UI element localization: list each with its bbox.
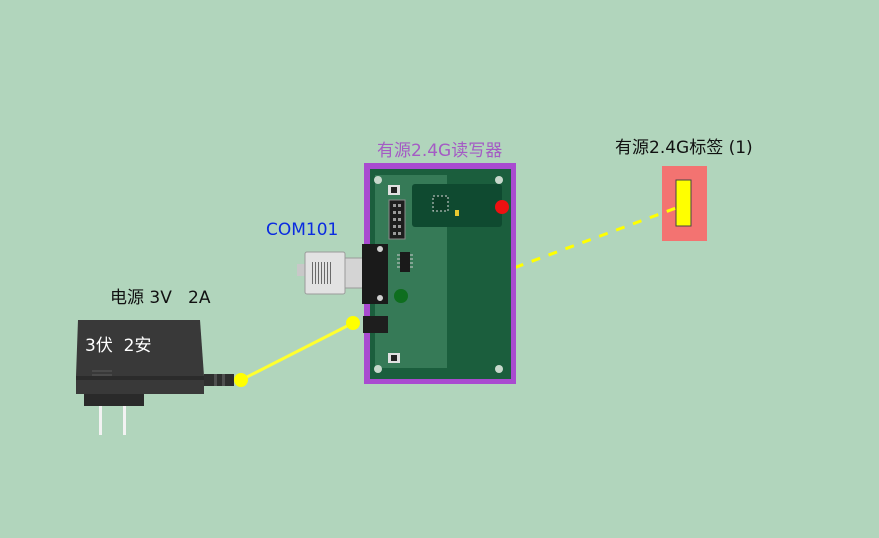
rf-crystal [455, 210, 459, 216]
small-ic [400, 252, 410, 272]
power-cable-endpoint-reader[interactable] [346, 316, 360, 330]
com-connector-screw-top [377, 246, 383, 252]
power-supply-label: 电源 3V 2A [110, 283, 211, 308]
mount-hole-bottom-right [495, 365, 503, 373]
com-port-label: COM101 [266, 220, 338, 240]
led-red [495, 200, 509, 214]
active-tag[interactable] [662, 166, 707, 241]
led-green [394, 289, 408, 303]
com-connector-flange [362, 244, 388, 304]
tag-label: 有源2.4G标签 (1) [615, 133, 753, 158]
com-connector-screw-bottom [377, 295, 383, 301]
adapter-vent-1 [92, 370, 112, 372]
function-button-cap [391, 355, 397, 361]
rf-module [412, 184, 502, 227]
dc-jack[interactable] [363, 316, 388, 333]
adapter-vent-2 [92, 374, 112, 376]
power-cable-endpoint-adapter[interactable] [234, 373, 248, 387]
adapter-prong-left [99, 402, 102, 435]
com-connector[interactable] [297, 244, 388, 304]
power-cable[interactable] [241, 323, 353, 380]
adapter-body-shade [76, 376, 204, 380]
mount-hole-top-left [374, 176, 382, 184]
rf-chip [433, 196, 448, 211]
mount-hole-top-right [495, 176, 503, 184]
tag-indicator [676, 180, 691, 226]
adapter-prong-right [123, 402, 126, 435]
adapter-plug-base [84, 392, 144, 406]
reader-label: 有源2.4G读写器 [377, 136, 502, 161]
adapter-cable-ring [214, 374, 217, 386]
pin-header [389, 200, 405, 239]
reset-button-cap [391, 187, 397, 193]
mount-hole-bottom-left [374, 365, 382, 373]
adapter-cable-ring-2 [222, 374, 225, 386]
adapter-cable-strain-relief [204, 374, 234, 386]
adapter-body-text: 3伏 2安 [85, 331, 151, 356]
